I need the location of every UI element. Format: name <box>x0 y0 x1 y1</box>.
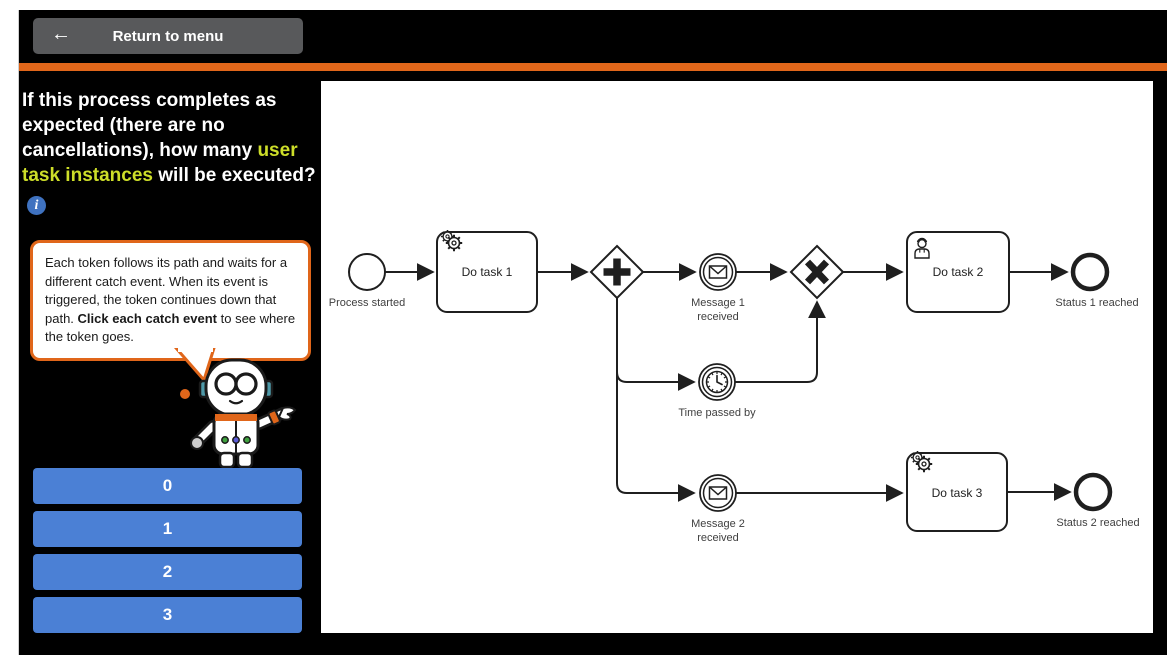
robot-button-green-1 <box>221 436 229 444</box>
bpmn-diagram: Process started Do task 1 Message 1 <box>329 228 1140 544</box>
question-pre: If this process completes as expected (t… <box>22 90 277 161</box>
answer-button-2[interactable]: 2 <box>33 554 302 590</box>
tooltip-bubble: Each token follows its path and waits fo… <box>30 240 311 361</box>
plus-icon <box>603 258 631 286</box>
timer-label: Time passed by <box>678 407 756 419</box>
tooltip-tail-dot <box>180 389 190 399</box>
back-arrow-icon: ← <box>51 23 71 45</box>
end-event-2: Status 2 reached <box>1056 472 1140 529</box>
robot-mascot-illustration <box>190 358 297 469</box>
tooltip-pre: Each token follows its path and waits fo… <box>45 255 288 326</box>
exclusive-gateway <box>789 244 845 300</box>
envelope-icon <box>699 474 737 512</box>
robot-hand-pointing <box>277 406 297 421</box>
clock-icon <box>698 363 736 401</box>
robot-button-green-2 <box>243 436 251 444</box>
task3-label: Do task 3 <box>932 486 983 500</box>
accent-stripe <box>19 63 1167 71</box>
message1-label-line2: received <box>697 311 739 323</box>
robot-goggles-icon <box>214 372 258 396</box>
flow-timer-to-exclusive-gateway <box>735 300 826 383</box>
robot-arm-right <box>253 406 297 430</box>
task2-label: Do task 2 <box>933 265 984 279</box>
end2-label: Status 2 reached <box>1056 517 1139 529</box>
task-do-task-3: Do task 3 <box>906 449 1008 532</box>
robot-arm-left <box>190 420 219 450</box>
answer-button-3[interactable]: 3 <box>33 597 302 633</box>
flow-gateway-to-message2 <box>616 297 696 502</box>
answer-button-1[interactable]: 1 <box>33 511 302 547</box>
robot-leg-right <box>236 451 254 469</box>
question-text: If this process completes as expected (t… <box>22 88 320 215</box>
task-do-task-1: Do task 1 <box>436 228 538 313</box>
parallel-gateway <box>589 244 645 300</box>
start-event-label: Process started <box>329 297 405 309</box>
robot-button-blue <box>232 436 240 444</box>
diagram-panel: Process started Do task 1 Message 1 <box>321 81 1153 633</box>
robot-leg-left <box>218 451 236 469</box>
end1-label: Status 1 reached <box>1055 297 1138 309</box>
tooltip-post: to see where the token goes. <box>45 310 296 345</box>
tooltip-bold: Click each catch event <box>77 310 217 326</box>
end-event-1: Status 1 reached <box>1055 252 1139 309</box>
tooltip-bubble-tail <box>174 348 216 399</box>
robot-collar <box>215 414 257 421</box>
message1-catch-event[interactable]: Message 1 received <box>691 253 745 323</box>
message2-label-line1: Message 2 <box>691 518 745 530</box>
x-icon <box>804 259 830 285</box>
app-window: ← Return to menu If this process complet… <box>18 10 1167 655</box>
timer-catch-event[interactable]: Time passed by <box>678 363 756 419</box>
message1-label-line1: Message 1 <box>691 297 745 309</box>
answer-button-0[interactable]: 0 <box>33 468 302 504</box>
message2-label-line2: received <box>697 532 739 544</box>
return-to-menu-label: Return to menu <box>112 27 224 45</box>
top-bar: ← Return to menu <box>19 10 1167 63</box>
robot-smile <box>228 399 244 405</box>
return-to-menu-button[interactable]: ← Return to menu <box>33 18 303 54</box>
answer-options: 0 1 2 3 <box>33 468 302 640</box>
question-highlight: user task instances <box>22 140 298 186</box>
sequence-flows <box>385 263 1072 502</box>
start-event: Process started <box>329 253 405 309</box>
task1-label: Do task 1 <box>462 265 513 279</box>
user-icon <box>914 237 930 259</box>
task-do-task-2: Do task 2 <box>906 231 1010 313</box>
message2-catch-event[interactable]: Message 2 received <box>691 474 745 544</box>
flow-gateway-to-timer <box>616 297 696 391</box>
envelope-icon <box>699 253 737 291</box>
info-icon[interactable]: i <box>27 196 46 215</box>
question-post: will be executed? <box>152 165 316 186</box>
